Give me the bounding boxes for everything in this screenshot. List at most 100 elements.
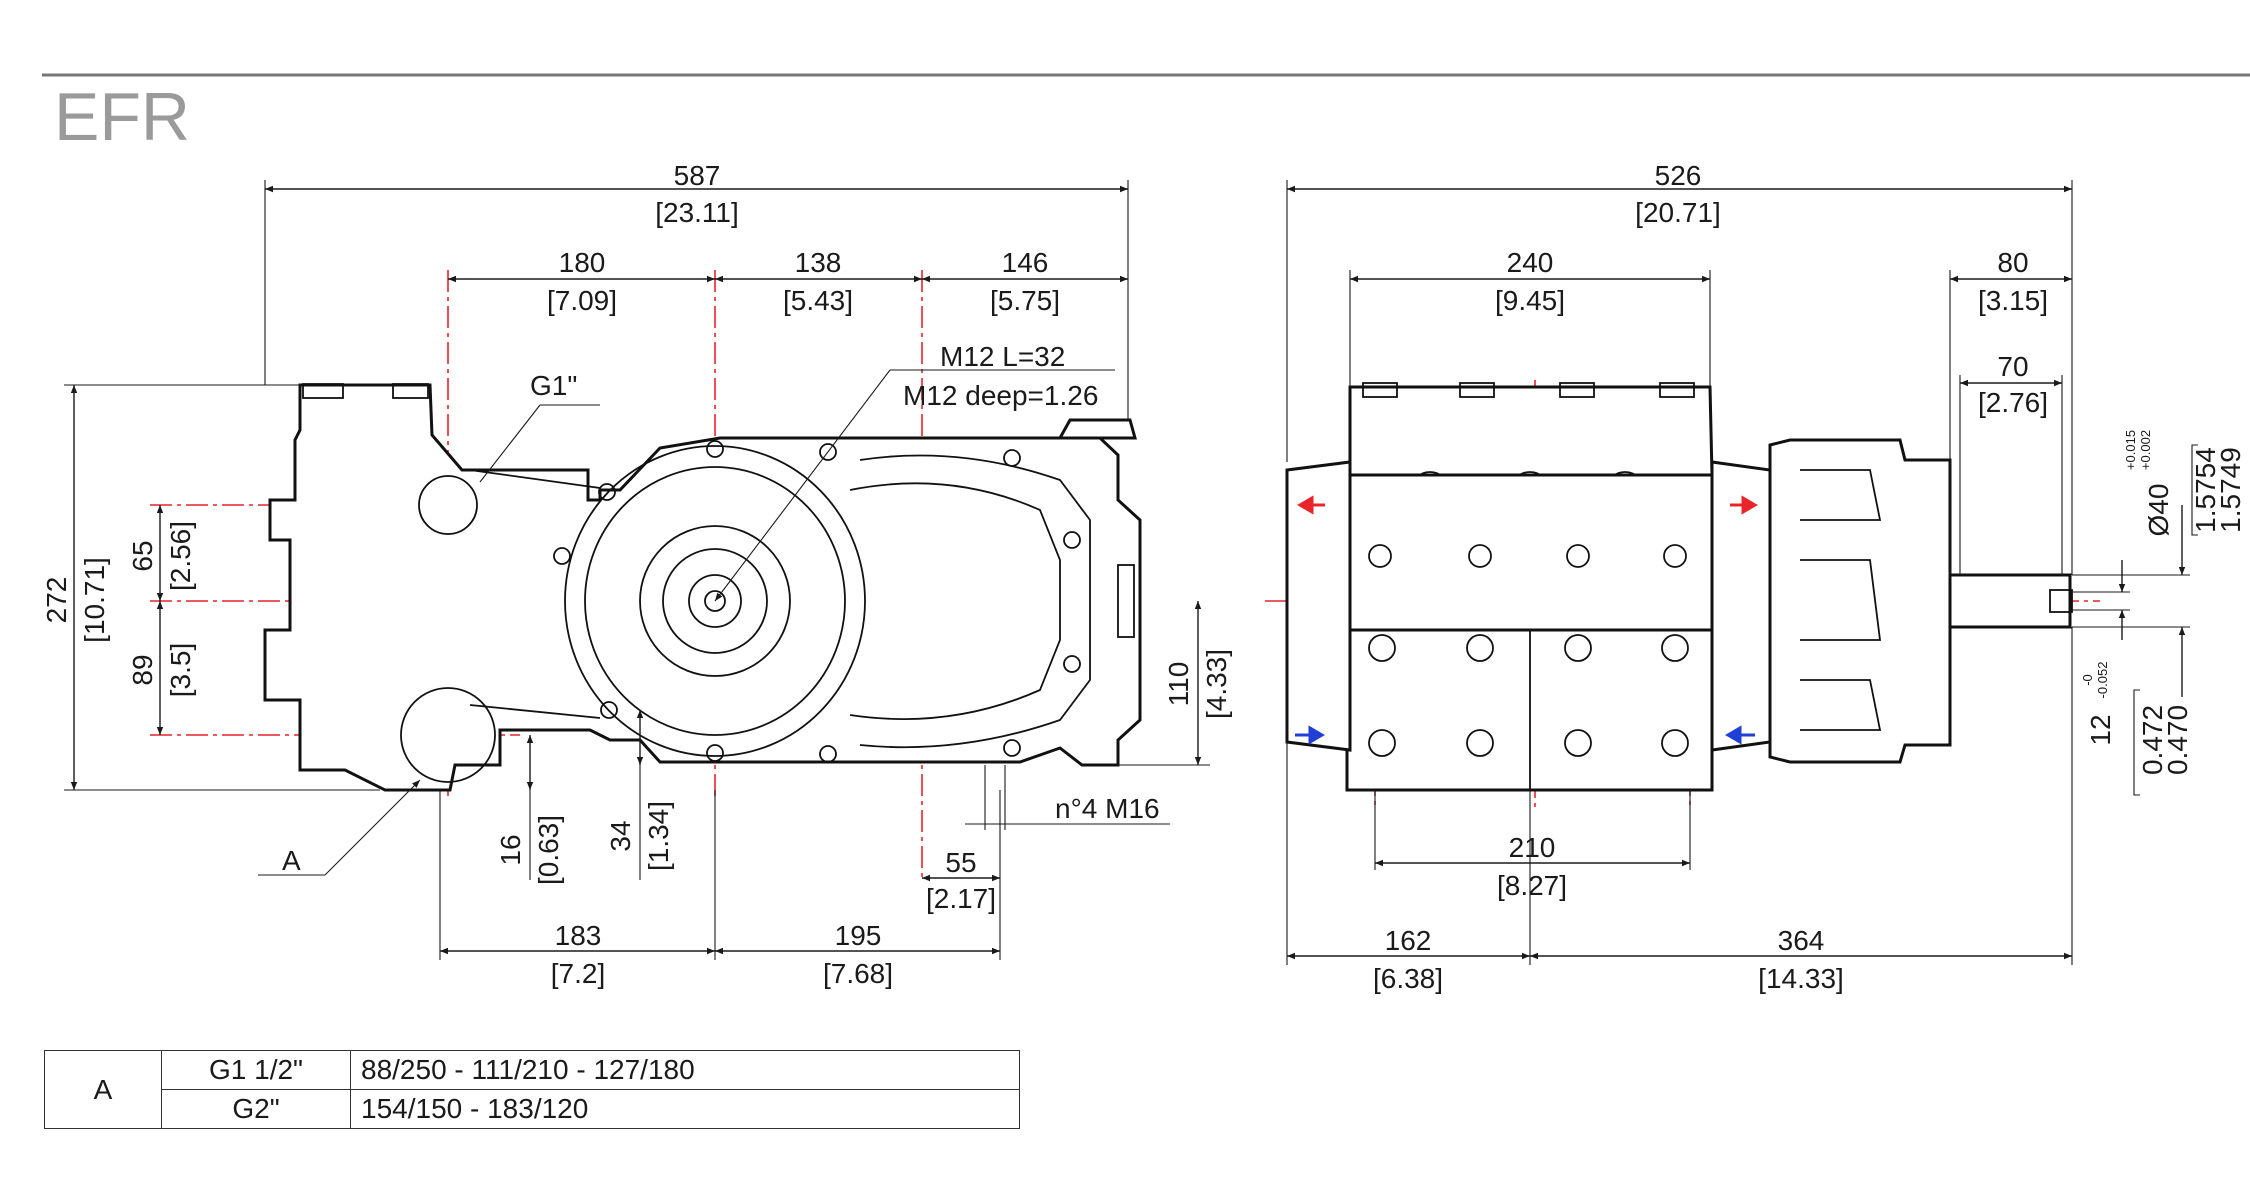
casing-rib	[849, 482, 1061, 720]
manifold	[1348, 385, 1714, 477]
dim-label: 146	[1002, 247, 1049, 278]
gear-housing	[1768, 438, 1952, 764]
thread-callout: M12 deep=1.26	[903, 380, 1098, 411]
dim-label: [8.27]	[1497, 870, 1567, 901]
dim-label: 183	[555, 920, 602, 951]
dim-label: 70	[1997, 351, 2028, 382]
inlet-callout: G1"	[530, 370, 577, 401]
dim-label: 55	[945, 847, 976, 878]
table-cell: G2"	[161, 1089, 351, 1129]
dim-label: [5.75]	[990, 285, 1060, 316]
dim-label: [6.38]	[1373, 963, 1443, 994]
left-view: 587 [23.11] 180 [7.09] 138 [5.43] 146 [5…	[41, 160, 1232, 989]
inlet-port	[418, 475, 478, 535]
dim-label: [2.17]	[926, 883, 996, 914]
side-flange	[1117, 564, 1135, 638]
bolt-icon	[1661, 729, 1689, 757]
outlet-arrow-icon	[1730, 495, 1758, 515]
housing-fin	[1800, 469, 1882, 521]
bolt-icon	[1063, 531, 1081, 549]
dim-label: 162	[1385, 925, 1432, 956]
bolt-icon	[706, 440, 724, 458]
bearing-outer	[639, 525, 791, 677]
housing-fin	[1800, 679, 1882, 731]
dim-label: 89	[127, 654, 158, 685]
dim-label: 240	[1507, 247, 1554, 278]
dim-label: [5.43]	[783, 285, 853, 316]
inlet-arrow-icon	[1725, 725, 1755, 745]
shaft-end	[688, 574, 742, 628]
bolt-icon	[1368, 544, 1392, 568]
table-cell: 88/250 - 111/210 - 127/180	[350, 1050, 1020, 1090]
leader-line	[324, 779, 421, 876]
dim-label: [2.56]	[165, 521, 196, 591]
thread-callout: M12 L=32	[940, 341, 1065, 372]
bolt-icon	[1063, 655, 1081, 673]
dim-label: [7.2]	[551, 958, 605, 989]
dim-label: 1.5754	[2190, 447, 2221, 533]
plug-icon	[1559, 382, 1595, 398]
dim-label: [14.33]	[1758, 963, 1844, 994]
lower-bolts	[1368, 634, 1689, 757]
manifold-body	[1348, 473, 1714, 632]
tolerance-label: +0.015	[2123, 430, 2138, 470]
casing-rib	[859, 454, 1091, 749]
dim-label: 1.5749	[2215, 447, 2246, 533]
shaft-key	[2049, 589, 2073, 613]
bolt-icon	[1564, 634, 1592, 662]
manifold-plugs	[1362, 382, 1695, 398]
crankcase-cover-inner	[584, 466, 846, 736]
outlet-port	[400, 687, 496, 783]
dim-label: [2.76]	[1978, 387, 2048, 418]
plug-icon	[1659, 382, 1695, 398]
dim-label: [10.71]	[79, 557, 110, 643]
bolt-icon	[1466, 729, 1494, 757]
dim-label: 110	[1163, 662, 1194, 707]
bolt-icon	[1368, 634, 1396, 662]
plug-icon	[1459, 382, 1495, 398]
dim-label: 210	[1509, 832, 1556, 863]
outlet-callout: A	[282, 845, 301, 876]
outlet-arrow-icon	[1297, 495, 1325, 515]
dim-label: [0.63]	[533, 815, 564, 885]
right-view: 526 [20.71] 240 [9.45] 80 [3.15] 70 [2.7…	[1265, 160, 2246, 994]
drive-shaft	[1948, 573, 2072, 629]
dim-label: 16	[495, 834, 526, 865]
dim-label: [1.34]	[643, 801, 674, 871]
bolt-icon	[1661, 634, 1689, 662]
dim-label: [3.5]	[165, 643, 196, 697]
bolt-icon	[1003, 739, 1021, 757]
dim-label: 526	[1655, 160, 1702, 191]
bolt-icon	[1566, 544, 1590, 568]
bolt-icon	[706, 744, 724, 762]
left-wing	[1285, 460, 1352, 752]
bolt-icon	[819, 745, 837, 763]
dim-label: 272	[41, 577, 72, 624]
dim-label: 195	[835, 920, 882, 951]
dim-label: [7.68]	[823, 958, 893, 989]
bracket	[2191, 444, 2198, 536]
top-boss	[392, 383, 429, 399]
top-boss	[302, 383, 344, 399]
bolt-icon	[553, 547, 571, 565]
table-row: A G1 1/2" 88/250 - 111/210 - 127/180	[44, 1050, 1020, 1129]
dim-label: 364	[1778, 925, 1825, 956]
table-cell: G1 1/2"	[161, 1050, 351, 1090]
tolerance-label: +0.002	[2138, 430, 2153, 470]
leader-line	[714, 369, 891, 602]
dim-label: 0.470	[2162, 705, 2193, 775]
bolt-icon	[1564, 729, 1592, 757]
shaft-hole	[704, 590, 726, 612]
tolerance-label: -0	[2080, 674, 2095, 686]
bolt-icon	[1368, 729, 1396, 757]
casing-rib	[469, 469, 601, 489]
casing-rib	[469, 704, 601, 719]
dim-label: 180	[559, 247, 606, 278]
bolt-icon	[1663, 544, 1687, 568]
table-row: G2" 154/150 - 183/120	[45, 1089, 1020, 1129]
bolt-icon	[1466, 634, 1494, 662]
cover-bolts	[553, 440, 1081, 763]
bolt-icon	[600, 701, 618, 719]
dim-label: [7.09]	[547, 285, 617, 316]
bracket	[2133, 689, 2140, 796]
